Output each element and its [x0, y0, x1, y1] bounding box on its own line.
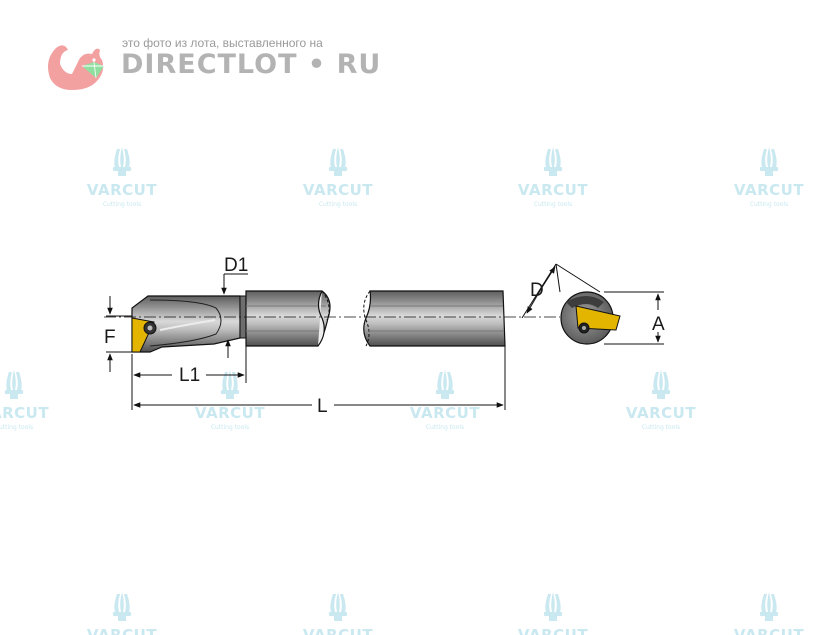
flame-crown-icon [759, 147, 779, 176]
label-d1: D1 [224, 255, 248, 276]
lot-caption: это фото из лота, выставленного на [122, 36, 323, 50]
flame-crown-icon [112, 147, 132, 176]
varcut-brand-text: VARCUT [0, 404, 49, 422]
varcut-watermark: VARCUT Cutting tools [195, 370, 265, 431]
varcut-subtitle-text: Cutting tools [534, 201, 572, 208]
label-a: A [652, 314, 665, 335]
varcut-watermark: VARCUT Cutting tools [410, 370, 480, 431]
flame-crown-icon [112, 592, 132, 621]
dimensions [106, 263, 664, 410]
flame-crown-icon [543, 147, 563, 176]
varcut-watermark: VARCUT Cutting tools [518, 147, 588, 208]
varcut-brand-text: VARCUT [734, 626, 804, 635]
flame-crown-icon [543, 592, 563, 621]
varcut-subtitle-text: Cutting tools [0, 424, 33, 431]
varcut-brand-text: VARCUT [626, 404, 696, 422]
cutting-insert [131, 317, 157, 353]
varcut-subtitle-text: Cutting tools [750, 201, 788, 208]
varcut-brand-text: VARCUT [518, 626, 588, 635]
varcut-watermark: VARCUT Cutting tools [0, 370, 49, 431]
flame-crown-icon [4, 370, 24, 399]
end-view [560, 291, 621, 345]
flame-crown-icon [435, 370, 455, 399]
flame-crown-icon [328, 592, 348, 621]
label-l1: L1 [179, 365, 200, 386]
varcut-subtitle-text: Cutting tools [103, 201, 141, 208]
flame-crown-icon [759, 592, 779, 621]
flame-crown-icon [220, 370, 240, 399]
varcut-brand-text: VARCUT [734, 181, 804, 199]
label-d: D [530, 280, 544, 301]
varcut-watermark: VARCUT Cutting tools [734, 147, 804, 208]
varcut-subtitle-text: Cutting tools [642, 424, 680, 431]
varcut-watermark: VARCUT Cutting tools [626, 370, 696, 431]
varcut-brand-text: VARCUT [303, 626, 373, 635]
label-l: L [317, 396, 328, 417]
varcut-subtitle-text: Cutting tools [426, 424, 464, 431]
varcut-brand-text: VARCUT [87, 626, 157, 635]
varcut-brand-text: VARCUT [303, 181, 373, 199]
varcut-watermark: VARCUT Cutting tools [87, 147, 157, 208]
varcut-brand-text: VARCUT [87, 181, 157, 199]
varcut-brand-text: VARCUT [410, 404, 480, 422]
varcut-subtitle-text: Cutting tools [211, 424, 249, 431]
flame-crown-icon [328, 147, 348, 176]
varcut-watermark: VARCUT Cutting tools [303, 147, 373, 208]
label-f: F [104, 327, 116, 348]
boring-bar-drawing [104, 290, 560, 353]
varcut-brand-text: VARCUT [518, 181, 588, 199]
varcut-brand-text: VARCUT [195, 404, 265, 422]
directlot-brand: DIRECTLOT • RU [121, 49, 382, 80]
flame-crown-icon [651, 370, 671, 399]
squirrel-gem-logo [48, 45, 104, 90]
varcut-subtitle-text: Cutting tools [319, 201, 357, 208]
